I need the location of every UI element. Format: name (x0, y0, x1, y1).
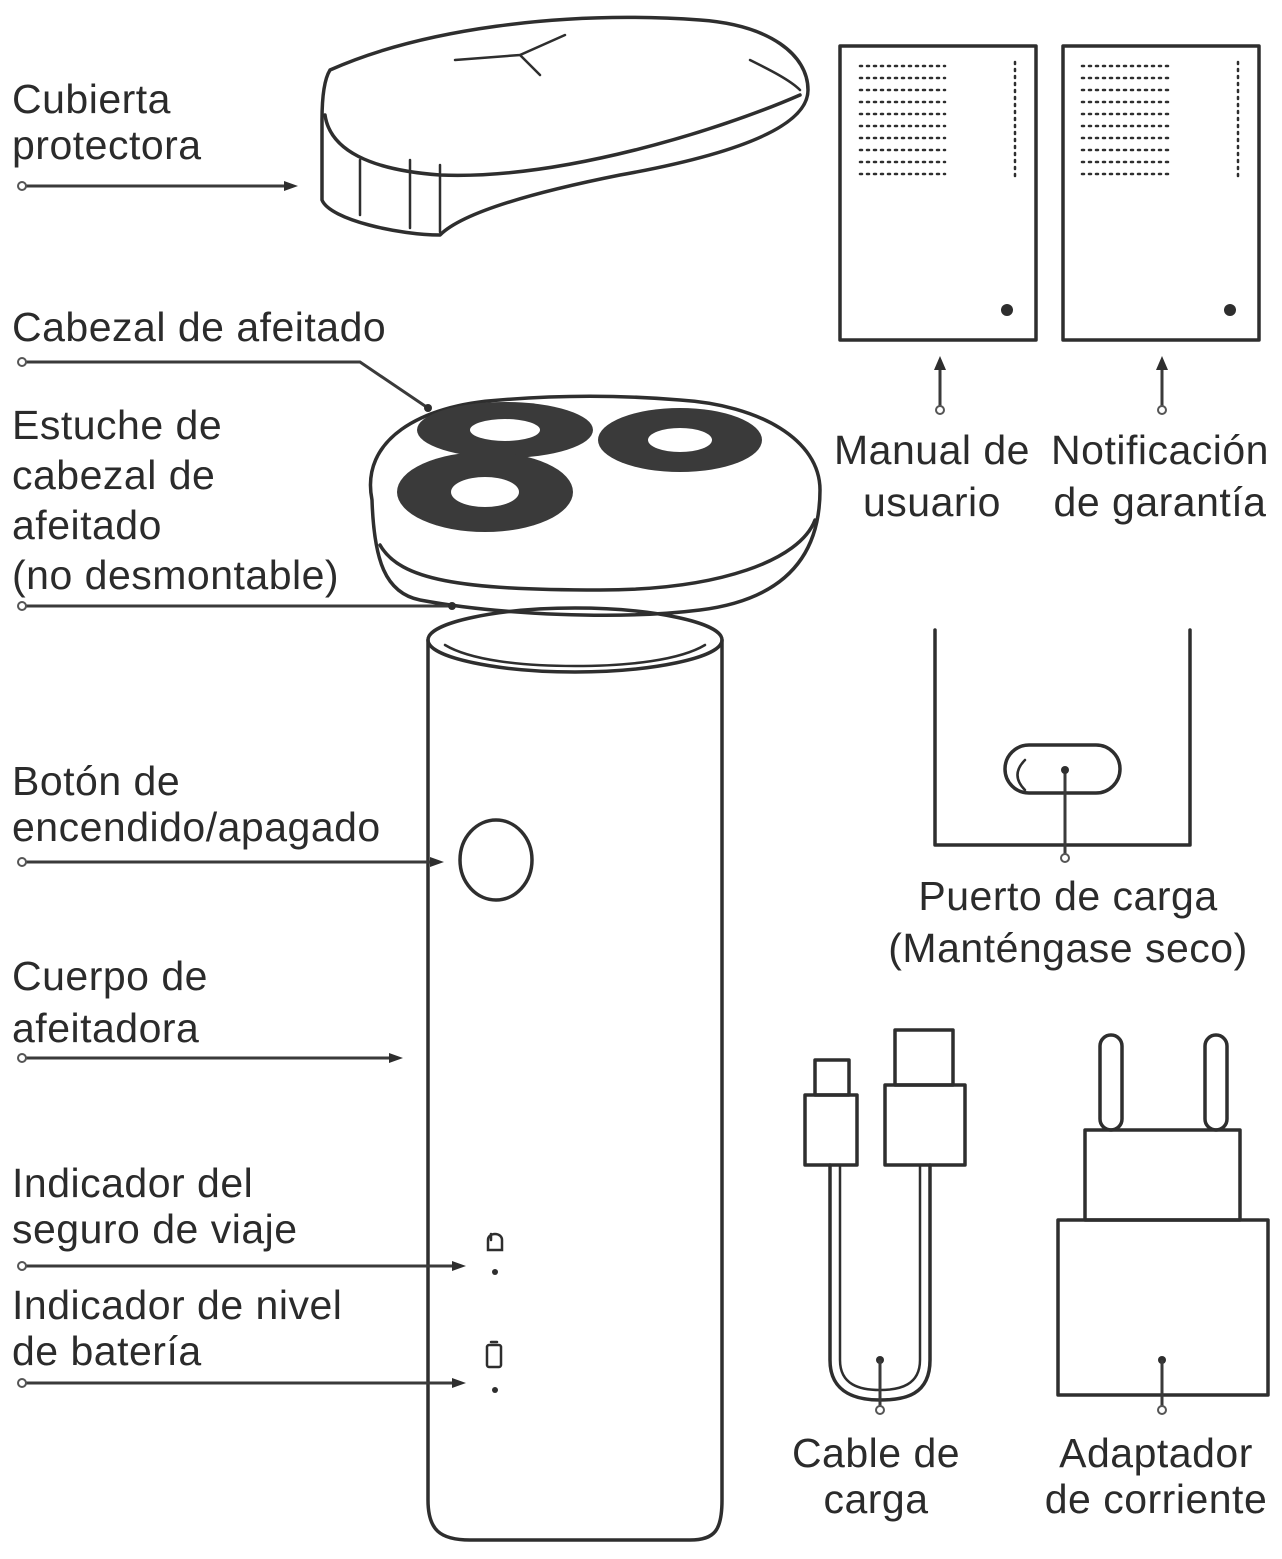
charging-cable-illustration (803, 1028, 967, 1402)
label-charging-port: Puerto de carga (Manténgase seco) (888, 873, 1248, 971)
protective-cover-illustration (320, 15, 810, 237)
label-power-adapter: Adaptador de corriente (1044, 1430, 1268, 1522)
user-manual-illustration (838, 44, 1038, 342)
leader-lines (17, 181, 466, 1388)
label-head-case: Estuche de cabezal de afeitado (no desmo… (12, 402, 340, 598)
label-warranty: Notificación de garantía (1051, 427, 1269, 525)
label-shaver-body: Cuerpo de afeitadora (12, 953, 208, 1051)
power-adapter-illustration (1056, 1033, 1270, 1397)
label-charging-cable: Cable de carga (791, 1430, 961, 1522)
label-user-manual: Manual de usuario (834, 427, 1030, 525)
shaver-body-illustration (426, 606, 724, 1542)
label-shaving-head: Cabezal de afeitado (12, 304, 387, 350)
label-power-button: Botón de encendido/apagado (12, 758, 381, 850)
label-battery-level: Indicador de nivel de batería (12, 1282, 343, 1374)
label-travel-lock: Indicador del seguro de viaje (12, 1160, 298, 1252)
warranty-illustration (1061, 44, 1261, 342)
shaving-head-illustration (368, 394, 822, 617)
label-protective-cover: Cubierta protectora (12, 76, 202, 168)
charging-port-illustration (933, 628, 1192, 847)
